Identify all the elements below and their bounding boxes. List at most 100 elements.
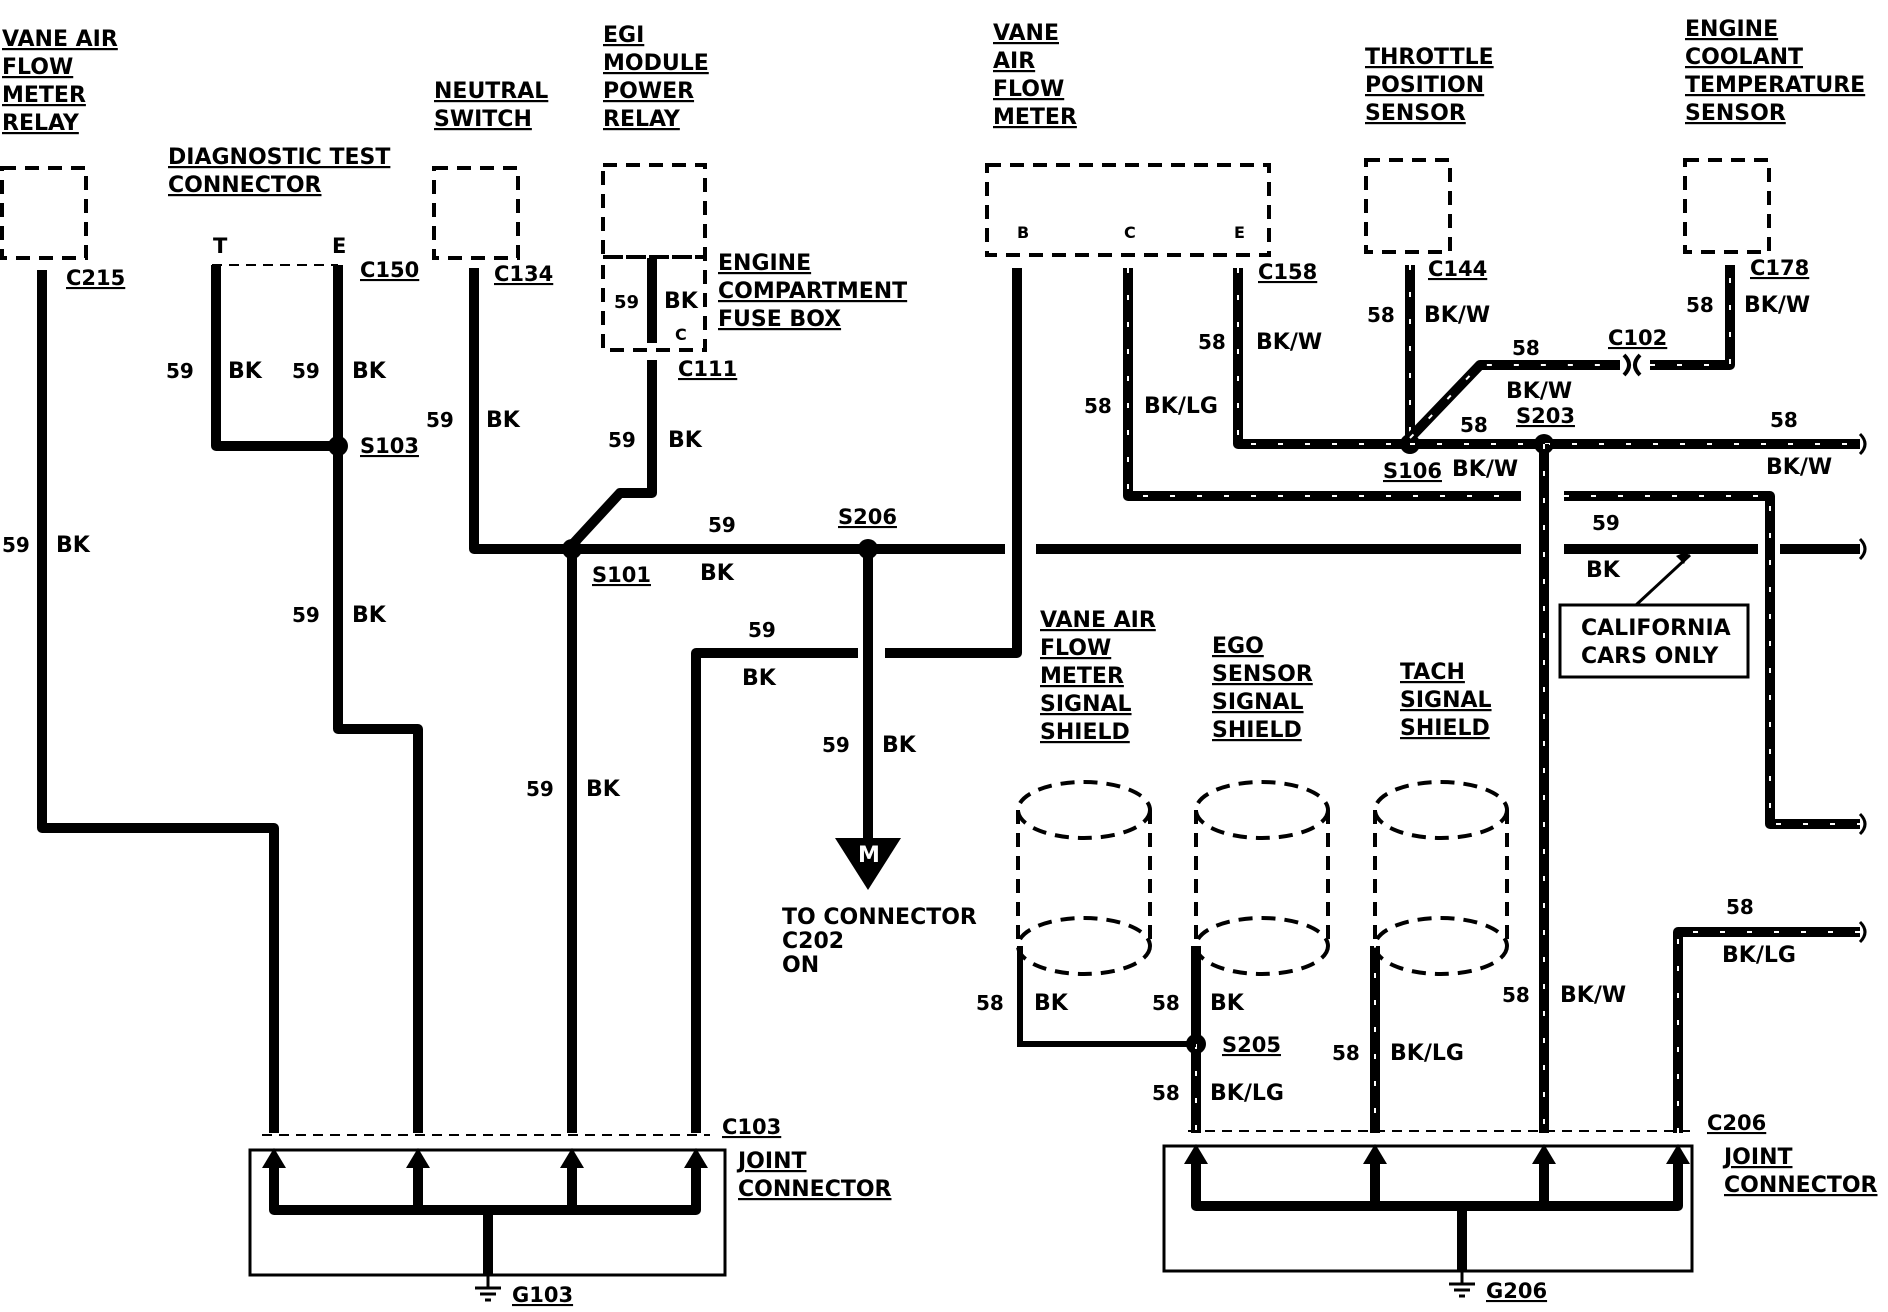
svg-text:SWITCH: SWITCH (434, 107, 532, 132)
svg-text:FLOW: FLOW (1040, 636, 1111, 661)
svg-text:VANE AIR: VANE AIR (2, 27, 118, 52)
svg-text:59: 59 (426, 408, 454, 432)
svg-text:RELAY: RELAY (603, 107, 681, 132)
svg-text:C150: C150 (360, 258, 419, 282)
svg-text:C102: C102 (1608, 326, 1667, 350)
svg-text:ENGINE: ENGINE (1685, 17, 1778, 42)
svg-text:C215: C215 (66, 266, 125, 290)
svg-text:59: 59 (1592, 511, 1620, 535)
svg-text:RELAY: RELAY (2, 111, 80, 136)
svg-text:58: 58 (1512, 336, 1540, 360)
svg-text:58: 58 (1332, 1041, 1360, 1065)
svg-text:CALIFORNIA: CALIFORNIA (1581, 616, 1731, 641)
engine-coolant-temperature-sensor-label: ENGINE COOLANT TEMPERATURE SENSOR (1685, 17, 1865, 126)
svg-text:SIGNAL: SIGNAL (1212, 690, 1304, 715)
svg-text:58: 58 (1726, 895, 1754, 919)
ego-shield-cylinder (1194, 780, 1330, 976)
tps-box (1364, 158, 1452, 254)
svg-text:BK: BK (352, 603, 387, 628)
svg-text:E: E (332, 234, 346, 258)
svg-text:EGO: EGO (1212, 634, 1264, 659)
svg-text:MODULE: MODULE (603, 51, 709, 76)
svg-text:ENGINE: ENGINE (718, 251, 811, 276)
svg-text:SIGNAL: SIGNAL (1040, 692, 1132, 717)
svg-text:BK: BK (1210, 991, 1245, 1016)
svg-text:BK/LG: BK/LG (1210, 1081, 1284, 1106)
svg-text:BK/LG: BK/LG (1722, 943, 1796, 968)
svg-text:59: 59 (822, 733, 850, 757)
svg-text:BK/W: BK/W (1506, 379, 1572, 404)
tach-shield-cylinder (1373, 780, 1509, 976)
tach-signal-shield-label: TACH SIGNAL SHIELD (1400, 660, 1492, 741)
svg-text:BK: BK (352, 359, 387, 384)
svg-text:SHIELD: SHIELD (1040, 720, 1130, 745)
svg-text:C158: C158 (1258, 260, 1317, 284)
svg-text:S206: S206 (838, 505, 897, 529)
splice-s101 (562, 539, 582, 559)
svg-text:FLOW: FLOW (993, 77, 1064, 102)
svg-text:CONNECTOR: CONNECTOR (1724, 1173, 1878, 1198)
svg-text:C202: C202 (782, 929, 844, 954)
svg-text:METER: METER (1040, 664, 1124, 689)
svg-text:T: T (213, 234, 228, 258)
svg-text:59: 59 (614, 292, 639, 313)
svg-text:C: C (1124, 223, 1136, 242)
svg-text:C: C (675, 325, 687, 344)
svg-text:BK/LG: BK/LG (1390, 1041, 1464, 1066)
svg-text:S101: S101 (592, 563, 651, 587)
svg-text:BK: BK (228, 359, 263, 384)
svg-text:TACH: TACH (1400, 660, 1465, 685)
wire-end-terminals (1858, 432, 1867, 944)
svg-text:BK: BK (586, 777, 621, 802)
neutral-switch-box (432, 166, 520, 260)
svg-text:SHIELD: SHIELD (1400, 716, 1490, 741)
right-wiring (1017, 265, 1860, 1133)
svg-text:58: 58 (1084, 394, 1112, 418)
left-wiring (37, 258, 1860, 1133)
vane-relay-box (0, 166, 88, 260)
svg-text:COOLANT: COOLANT (1685, 45, 1803, 70)
svg-text:SENSOR: SENSOR (1365, 101, 1466, 126)
shield-cylinders (1016, 780, 1509, 976)
svg-text:58: 58 (1770, 408, 1798, 432)
svg-text:59: 59 (748, 618, 776, 642)
splice-s103 (328, 436, 348, 456)
california-cars-callout: CALIFORNIA CARS ONLY (1558, 550, 1750, 679)
svg-text:58: 58 (1198, 330, 1226, 354)
svg-text:59: 59 (2, 533, 30, 557)
svg-text:58: 58 (1367, 303, 1395, 327)
svg-text:BK/W: BK/W (1766, 455, 1832, 480)
vaf-shield-cylinder (1016, 780, 1152, 976)
svg-text:59: 59 (292, 603, 320, 627)
svg-text:ON: ON (782, 953, 819, 978)
svg-text:G206: G206 (1486, 1279, 1547, 1303)
svg-text:BK/W: BK/W (1256, 330, 1322, 355)
svg-text:G103: G103 (512, 1283, 573, 1307)
svg-text:SENSOR: SENSOR (1212, 662, 1313, 687)
svg-text:SENSOR: SENSOR (1685, 101, 1786, 126)
to-connector-c202-label: TO CONNECTOR C202 ON (782, 905, 977, 978)
svg-text:BK/W: BK/W (1452, 457, 1518, 482)
joint-connector-c103: JOINT CONNECTOR G103 (248, 1134, 892, 1307)
svg-text:S203: S203 (1516, 404, 1575, 428)
svg-text:BK: BK (882, 733, 917, 758)
svg-text:BK: BK (668, 428, 703, 453)
svg-text:CONNECTOR: CONNECTOR (738, 1177, 892, 1202)
vane-air-flow-meter-relay-label: VANE AIR FLOW METER RELAY (2, 27, 118, 136)
svg-text:BK: BK (700, 561, 735, 586)
svg-text:58: 58 (1460, 413, 1488, 437)
svg-text:CONNECTOR: CONNECTOR (168, 173, 322, 198)
svg-text:58: 58 (1686, 293, 1714, 317)
svg-text:59: 59 (166, 359, 194, 383)
svg-text:AIR: AIR (993, 49, 1035, 74)
svg-text:VANE: VANE (993, 21, 1059, 46)
svg-text:58: 58 (1152, 1081, 1180, 1105)
svg-text:59: 59 (526, 777, 554, 801)
engine-compartment-fuse-box-label: ENGINE COMPARTMENT FUSE BOX (718, 251, 907, 332)
egi-relay-box (601, 163, 707, 259)
svg-text:DIAGNOSTIC TEST: DIAGNOSTIC TEST (168, 145, 390, 170)
vane-air-flow-meter-signal-shield-label: VANE AIR FLOW METER SIGNAL SHIELD (1040, 608, 1156, 745)
neutral-switch-label: NEUTRAL SWITCH (434, 79, 548, 132)
svg-text:C111: C111 (678, 357, 737, 381)
